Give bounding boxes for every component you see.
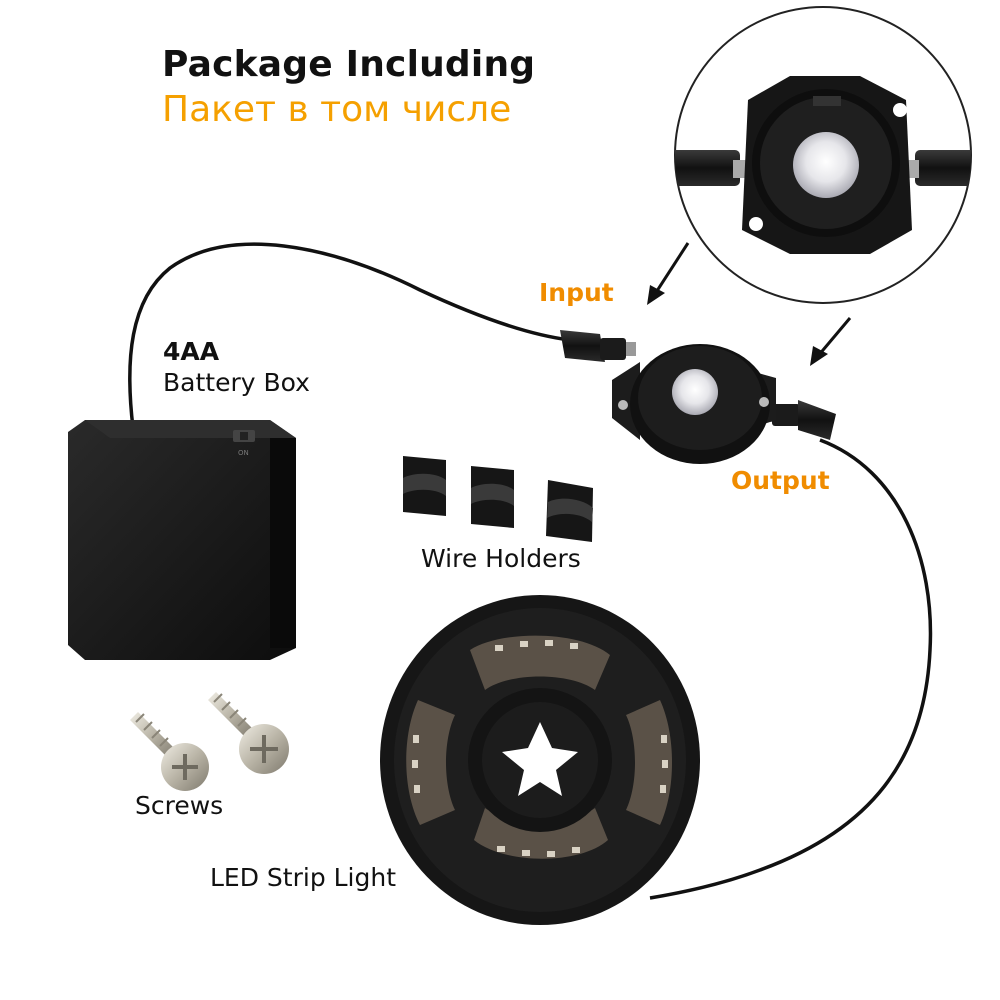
- output-cable: [649, 438, 933, 900]
- screws: [130, 692, 289, 791]
- screw: [208, 692, 289, 774]
- led-strip-reel: [380, 595, 700, 925]
- title-russian: Пакет в том числе: [162, 89, 512, 130]
- motion-sensor: [612, 344, 776, 464]
- wire-holders-label: Wire Holders: [421, 544, 581, 573]
- output-label: Output: [731, 466, 830, 495]
- battery-cable: [128, 242, 571, 429]
- wire-holder: [546, 480, 593, 542]
- svg-text:ON: ON: [238, 449, 249, 457]
- wire-holder: [471, 466, 514, 528]
- battery-count-label: 4AA: [163, 337, 220, 366]
- output-plug: [762, 400, 836, 440]
- input-plug: [560, 330, 636, 362]
- wire-holder: [403, 456, 446, 516]
- sensor-zoom-view: [674, 6, 972, 304]
- callout-arrows: [647, 242, 852, 366]
- battery-box-label: Battery Box: [163, 368, 310, 397]
- input-label: Input: [539, 278, 614, 307]
- led-strip-label: LED Strip Light: [210, 863, 397, 892]
- title-english: Package Including: [162, 44, 536, 85]
- battery-box: ON: [68, 420, 296, 660]
- screw: [130, 712, 209, 791]
- wire-holders: [403, 456, 593, 542]
- screws-label: Screws: [135, 791, 224, 820]
